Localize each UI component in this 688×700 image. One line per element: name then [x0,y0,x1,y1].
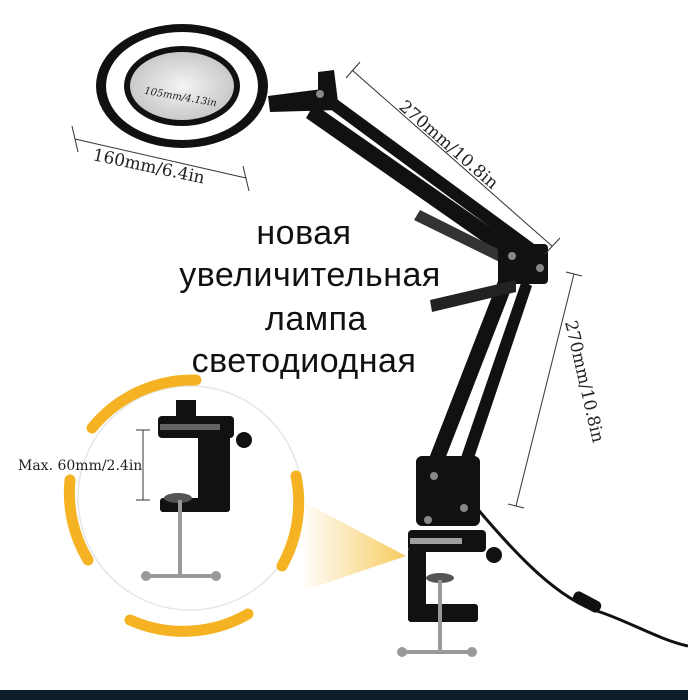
title-line-1: новая [256,214,352,252]
title-line-4: светодиодная [191,342,417,380]
detail-beam [300,500,406,592]
clamp-detail-icon [141,400,252,581]
upper-arm-dimension-line [345,61,561,255]
clamp-dimension: Max. 60mm/2.4in [18,458,142,474]
title-line-3: лампа [265,300,367,338]
lens-outer-dimension-line [71,125,250,192]
lamp-arm-icon [268,70,548,284]
magnifier-lens-icon [96,24,268,148]
title-line-2: увеличительная [179,256,441,294]
lens-outer-dimension: 160mm/6.4in [91,145,207,188]
lamp-lower-arm [416,276,688,648]
clamp-icon [397,530,502,657]
clamp-dimension-line [136,429,150,501]
footer-bar [0,690,688,700]
lower-arm-dimension-line [507,271,583,509]
